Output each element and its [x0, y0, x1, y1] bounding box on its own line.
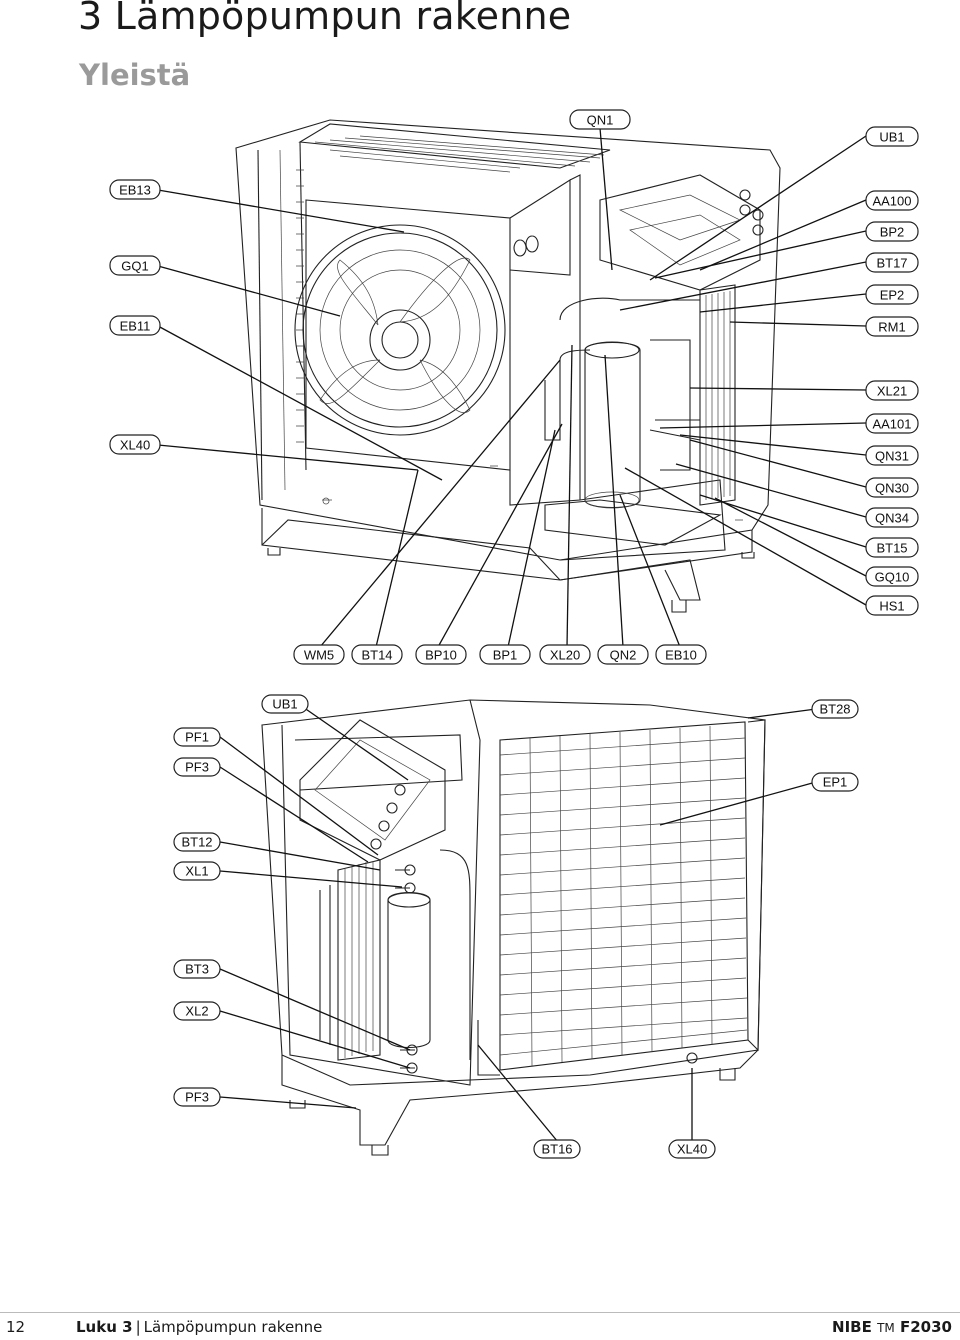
label-XL40-bottom: XL40 [668, 1139, 716, 1159]
svg-text:BP10: BP10 [425, 648, 457, 663]
svg-text:PF3: PF3 [185, 1090, 209, 1105]
label-QN2: QN2 [597, 644, 649, 665]
svg-text:EP1: EP1 [823, 775, 848, 790]
label-RM1: RM1 [865, 316, 919, 337]
page-title: 3 Lämpöpumpun rakenne [78, 0, 572, 38]
label-BT15: BT15 [865, 537, 919, 558]
label-PF1: PF1 [173, 727, 221, 747]
label-BT3: BT3 [173, 959, 221, 979]
footer-divider [0, 1312, 960, 1313]
svg-text:WM5: WM5 [304, 648, 334, 663]
top-leader-lines [157, 127, 867, 648]
svg-text:QN34: QN34 [875, 511, 909, 526]
svg-text:XL40: XL40 [120, 438, 150, 453]
svg-text:XL20: XL20 [550, 648, 580, 663]
svg-text:BP2: BP2 [880, 225, 905, 240]
label-EP2: EP2 [865, 284, 919, 305]
label-HS1: HS1 [865, 595, 919, 616]
label-BP2: BP2 [865, 221, 919, 242]
chapter-reference: Luku 3|Lämpöpumpun rakenne [76, 1318, 322, 1336]
label-GQ1: GQ1 [109, 255, 161, 276]
svg-text:QN1: QN1 [587, 113, 614, 128]
label-BT16: BT16 [533, 1139, 581, 1159]
svg-text:XL21: XL21 [877, 384, 907, 399]
svg-text:UB1: UB1 [879, 130, 904, 145]
label-BT17: BT17 [865, 252, 919, 273]
svg-text:BT28: BT28 [819, 702, 850, 717]
label-EP1: EP1 [811, 772, 859, 792]
label-QN1: QN1 [569, 109, 631, 130]
label-XL21: XL21 [865, 380, 919, 401]
svg-text:EB10: EB10 [665, 648, 697, 663]
chapter-separator: | [135, 1318, 141, 1336]
svg-text:EB13: EB13 [119, 183, 151, 198]
svg-text:BT16: BT16 [541, 1142, 572, 1157]
svg-text:BT15: BT15 [876, 541, 907, 556]
svg-text:GQ10: GQ10 [875, 570, 910, 585]
svg-text:RM1: RM1 [878, 320, 905, 335]
svg-text:XL40: XL40 [677, 1142, 707, 1157]
label-QN30: QN30 [865, 477, 919, 498]
label-XL1: XL1 [173, 861, 221, 881]
label-AA101: AA101 [865, 413, 919, 434]
svg-text:EB11: EB11 [120, 319, 151, 334]
label-UB1-bottom: UB1 [261, 694, 309, 714]
label-XL20: XL20 [539, 644, 591, 665]
svg-text:XL2: XL2 [185, 1004, 208, 1019]
label-QN31: QN31 [865, 445, 919, 466]
svg-text:PF3: PF3 [185, 760, 209, 775]
svg-text:QN30: QN30 [875, 481, 909, 496]
label-EB11: EB11 [109, 315, 161, 336]
svg-text:BP1: BP1 [493, 648, 518, 663]
label-PF3-upper: PF3 [173, 757, 221, 777]
svg-text:BT17: BT17 [876, 256, 907, 271]
svg-text:BT12: BT12 [181, 835, 212, 850]
model-name: F2030 [900, 1318, 952, 1336]
svg-text:QN2: QN2 [610, 648, 637, 663]
svg-text:GQ1: GQ1 [121, 259, 148, 274]
brand-name: NIBE [832, 1318, 872, 1336]
label-UB1: UB1 [865, 126, 919, 147]
label-XL40-top: XL40 [109, 434, 161, 455]
label-BT14: BT14 [351, 644, 403, 665]
page-footer: 12 Luku 3|Lämpöpumpun rakenne NIBE TM F2… [0, 1314, 960, 1340]
svg-text:XL1: XL1 [185, 864, 208, 879]
top-unit-drawing [235, 119, 781, 613]
bottom-unit-drawing [261, 699, 766, 1156]
label-EB13: EB13 [109, 179, 161, 200]
chapter-number: Luku 3 [76, 1318, 133, 1336]
svg-text:HS1: HS1 [879, 599, 904, 614]
svg-text:QN31: QN31 [875, 449, 909, 464]
label-BP1: BP1 [479, 644, 531, 665]
label-WM5: WM5 [293, 644, 345, 665]
svg-text:AA100: AA100 [872, 194, 911, 209]
svg-text:UB1: UB1 [272, 697, 297, 712]
svg-text:EP2: EP2 [880, 288, 905, 303]
label-BT28: BT28 [811, 699, 859, 719]
svg-text:BT3: BT3 [185, 962, 209, 977]
svg-text:PF1: PF1 [185, 730, 209, 745]
label-AA100: AA100 [865, 190, 919, 211]
page-number: 12 [6, 1318, 26, 1336]
label-GQ10: GQ10 [865, 566, 919, 587]
trademark: TM [877, 1321, 895, 1335]
heat-pump-diagram: QN1 UB1 EB13 AA100 BP2 GQ1 BT17 EP2 EB11… [109, 109, 919, 1159]
svg-text:AA101: AA101 [872, 417, 911, 432]
section-subtitle: Yleistä [79, 58, 191, 92]
label-QN34: QN34 [865, 507, 919, 528]
bottom-leader-lines [219, 704, 817, 1143]
brand-model: NIBE TM F2030 [832, 1318, 952, 1336]
label-PF3-lower: PF3 [173, 1087, 221, 1107]
chapter-title: Lämpöpumpun rakenne [143, 1318, 323, 1336]
label-BP10: BP10 [415, 644, 467, 665]
label-EB10: EB10 [655, 644, 707, 665]
svg-text:BT14: BT14 [361, 648, 392, 663]
label-BT12: BT12 [173, 832, 221, 852]
label-XL2: XL2 [173, 1001, 221, 1021]
